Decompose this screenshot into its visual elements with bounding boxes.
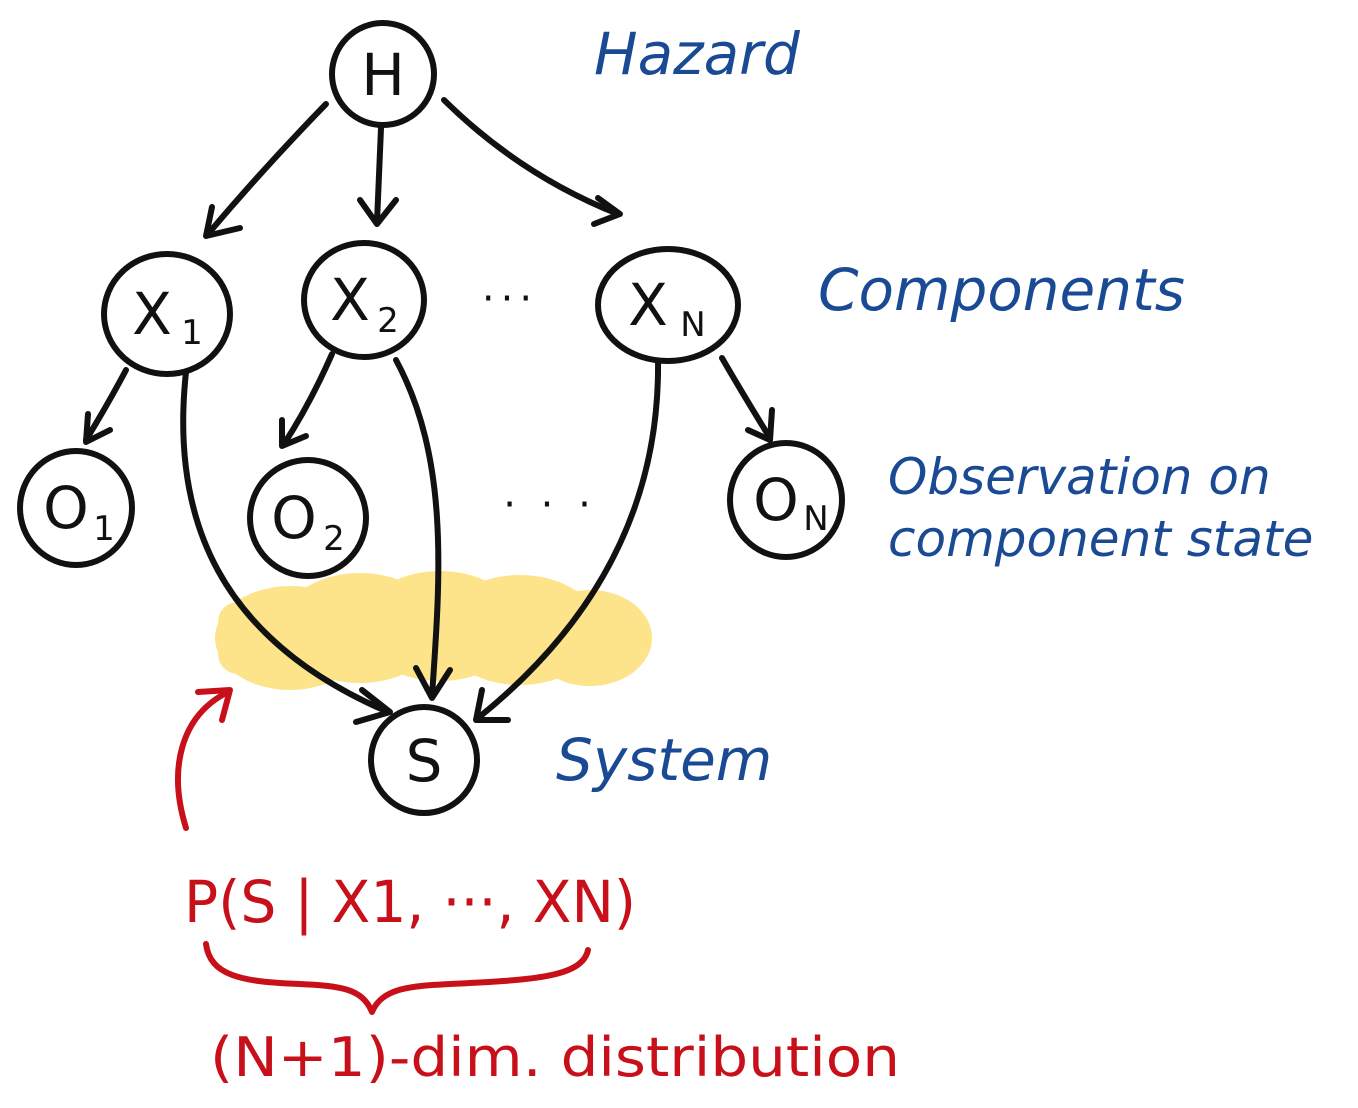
edge-h-x2 [357,125,399,227]
edge-xn-s [473,357,662,723]
node-hazard-label: H [361,41,405,109]
node-system-label: S [406,727,443,795]
node-system: S [368,704,480,816]
node-on-label: O [753,466,799,534]
components-ellipsis: ··· [482,276,538,322]
edge-x2-o2 [279,351,335,449]
edge-h-xn [441,97,623,227]
conditional-probability-formula: P(S | X1, ···, XN) [184,868,636,936]
node-on-subscript: N [803,499,828,539]
node-x1: X 1 [101,251,233,377]
highlight-band [215,571,652,690]
system-label: System [556,726,772,794]
node-o1-label: O [43,474,89,542]
annotation-arrow [175,687,233,831]
observation-label-line2: component state [888,510,1313,568]
node-xn: X N [595,246,741,364]
node-xn-label: X [628,271,668,339]
edge-h-x1 [203,101,329,239]
node-x2-label: X [330,266,370,334]
node-o2-subscript: 2 [323,519,345,559]
observation-label-line1: Observation on [888,448,1271,506]
distribution-dimension-label: (N+1)-dim. distribution [210,1026,900,1089]
edge-x1-s [180,369,393,725]
node-on: O N [727,440,845,560]
node-o1-subscript: 1 [93,509,115,549]
observations-ellipsis: · · · [503,482,597,528]
edge-x2-s [393,357,453,701]
node-x2: X 2 [301,240,427,360]
node-x1-label: X [132,280,172,348]
node-hazard: H [329,20,437,128]
node-o2-label: O [271,484,317,552]
node-o1: O 1 [17,448,135,568]
node-x1-subscript: 1 [181,313,203,353]
formula-brace [203,941,591,1015]
node-o2: O 2 [247,457,369,579]
node-xn-subscript: N [680,305,705,345]
node-x2-subscript: 2 [377,301,399,341]
hazard-label: Hazard [594,20,801,88]
edge-x1-o1 [83,367,129,445]
edge-xn-on [719,355,775,443]
components-label: Components [818,256,1185,324]
